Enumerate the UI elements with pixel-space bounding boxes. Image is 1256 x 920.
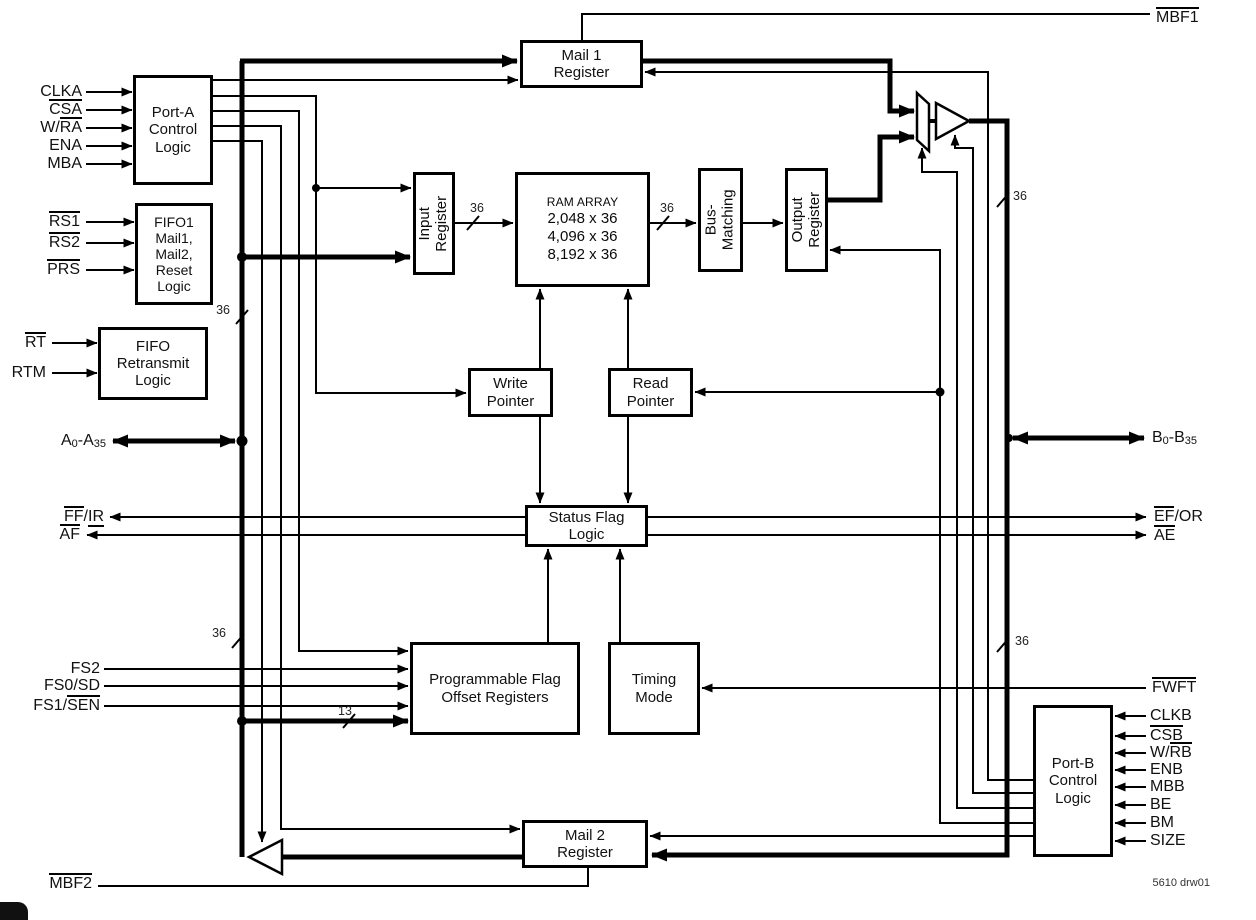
mail1-to-mux xyxy=(643,58,915,118)
programmable-flag-offset-label: Programmable Flag Offset Registers xyxy=(429,671,561,706)
bus-matching-box: Bus- Matching xyxy=(698,168,743,272)
signal-label-b-bus: B0-B35 xyxy=(1152,429,1198,447)
signal-label-be: BE xyxy=(1150,796,1172,813)
timing-mode-box: Timing Mode xyxy=(608,642,700,735)
drawing-number-caption: 5610 drw01 xyxy=(1152,877,1211,889)
signal-label-enb: ENB xyxy=(1150,761,1183,778)
ram-array-title: RAM ARRAY xyxy=(546,195,619,210)
ram-array-box: RAM ARRAY 2,048 x 36 4,096 x 36 8,192 x … xyxy=(515,172,650,287)
signal-label-clka: CLKA xyxy=(40,83,82,100)
port-a-control-logic-label: Port-A Control Logic xyxy=(148,104,198,156)
width-label-36-input-ram: 36 xyxy=(470,201,484,215)
mail2-register-box: Mail 2 Register xyxy=(522,820,648,868)
porta-to-mail2-ctrl xyxy=(213,125,521,834)
read-pointer-label: Read Pointer xyxy=(626,375,675,410)
port-b-control-logic-label: Port-B Control Logic xyxy=(1048,755,1098,807)
junction-dots xyxy=(236,184,1013,726)
input-register-box: Input Register xyxy=(413,172,455,275)
signal-label-ef-or: EF/OR xyxy=(1154,506,1203,525)
width-label-36-abus-bottom: 36 xyxy=(212,626,226,640)
signal-label-wra: W/RA xyxy=(40,117,82,136)
port-b-control-logic-box: Port-B Control Logic xyxy=(1033,705,1113,857)
signal-label-mbb: MBB xyxy=(1150,778,1185,795)
signal-label-af: AF xyxy=(59,524,80,543)
write-pointer-label: Write Pointer xyxy=(486,375,535,410)
signal-label-csb: CSB xyxy=(1150,725,1183,744)
control-lines xyxy=(52,13,1150,887)
port-a-control-logic-box: Port-A Control Logic xyxy=(133,75,213,185)
signal-label-wrb: W/RB xyxy=(1150,742,1192,761)
mail2-to-mbf2 xyxy=(98,868,589,887)
bus-matching-label: Bus- Matching xyxy=(702,189,737,251)
signal-label-a-bus: A0-A35 xyxy=(60,432,106,450)
porta-to-write-pointer xyxy=(213,95,467,398)
fifo-retransmit-logic-label: FIFO Retransmit Logic xyxy=(116,337,190,390)
fifo1-reset-logic-box: FIFO1 Mail1, Mail2, Reset Logic xyxy=(135,203,213,305)
mux-select-symbol xyxy=(915,90,931,154)
signal-label-mbf2: MBF2 xyxy=(49,873,92,892)
signal-label-csa: CSA xyxy=(49,99,82,118)
bus-width-slashes xyxy=(231,192,1010,729)
signal-label-ff-ir: FF/IR xyxy=(64,506,104,527)
width-label-13-offset: 13 xyxy=(338,704,352,718)
tristate-buffer-a-icon xyxy=(246,837,284,877)
fifo1-reset-logic-label: FIFO1 Mail1, Mail2, Reset Logic xyxy=(154,213,194,295)
tristate-buffer-b-icon xyxy=(934,100,972,142)
mail1-register-box: Mail 1 Register xyxy=(520,40,643,88)
signal-label-fs0-sd: FS0/SD xyxy=(43,677,100,694)
ram-array-sizes: 2,048 x 36 4,096 x 36 8,192 x 36 xyxy=(547,210,618,263)
signal-label-fs1-sen: FS1/SEN xyxy=(33,695,100,714)
write-pointer-box: Write Pointer xyxy=(468,368,553,417)
signal-label-rs1: RS1 xyxy=(48,211,80,230)
signal-label-mbf1: MBF1 xyxy=(1156,7,1199,26)
signal-label-mba: MBA xyxy=(47,155,82,172)
mail1-register-label: Mail 1 Register xyxy=(553,46,610,81)
width-label-36-abus-top: 36 xyxy=(216,303,230,317)
portb-to-buffer-b-enable xyxy=(950,134,1033,794)
signal-label-size: SIZE xyxy=(1150,832,1186,849)
width-label-36-bbus-top: 36 xyxy=(1013,189,1027,203)
width-label-36-ram-busmatch: 36 xyxy=(660,201,674,215)
signal-label-rt: RT xyxy=(24,332,46,351)
portb-to-mail1-read xyxy=(644,67,1033,781)
status-flag-logic-box: Status Flag Logic xyxy=(525,505,648,547)
fifo-retransmit-logic-box: FIFO Retransmit Logic xyxy=(98,327,208,400)
signal-label-prs: PRS xyxy=(47,259,80,278)
signal-label-fs2: FS2 xyxy=(70,660,100,677)
timing-mode-label: Timing Mode xyxy=(631,671,677,706)
signal-label-fwft: FWFT xyxy=(1152,677,1197,696)
mail2-register-label: Mail 2 Register xyxy=(557,826,613,861)
signal-label-rs2: RS2 xyxy=(48,232,80,251)
status-flag-logic-label: Status Flag Logic xyxy=(548,508,625,543)
output-register-box: Output Register xyxy=(785,168,828,272)
signal-label-bm: BM xyxy=(1150,814,1174,831)
output-register-label: Output Register xyxy=(788,192,823,248)
portb-to-mux-select xyxy=(917,147,1033,809)
output-register-to-mux xyxy=(828,130,915,203)
programmable-flag-offset-box: Programmable Flag Offset Registers xyxy=(410,642,580,735)
screen-corner-artifact xyxy=(0,902,28,920)
input-register-label: Input Register xyxy=(416,195,451,252)
signal-label-ae: AE xyxy=(1154,525,1176,544)
signal-label-clkb: CLKB xyxy=(1150,707,1192,724)
porta-to-buffer-a-enable xyxy=(213,140,267,843)
portb-to-output-register xyxy=(829,245,1033,824)
read-pointer-box: Read Pointer xyxy=(608,368,693,417)
porta-to-offset-registers xyxy=(213,110,409,656)
signal-label-ena: ENA xyxy=(49,137,82,154)
mail1-to-mbf1 xyxy=(581,13,1150,40)
width-label-36-bbus-bottom: 36 xyxy=(1015,634,1029,648)
signal-label-rtm: RTM xyxy=(11,364,46,381)
